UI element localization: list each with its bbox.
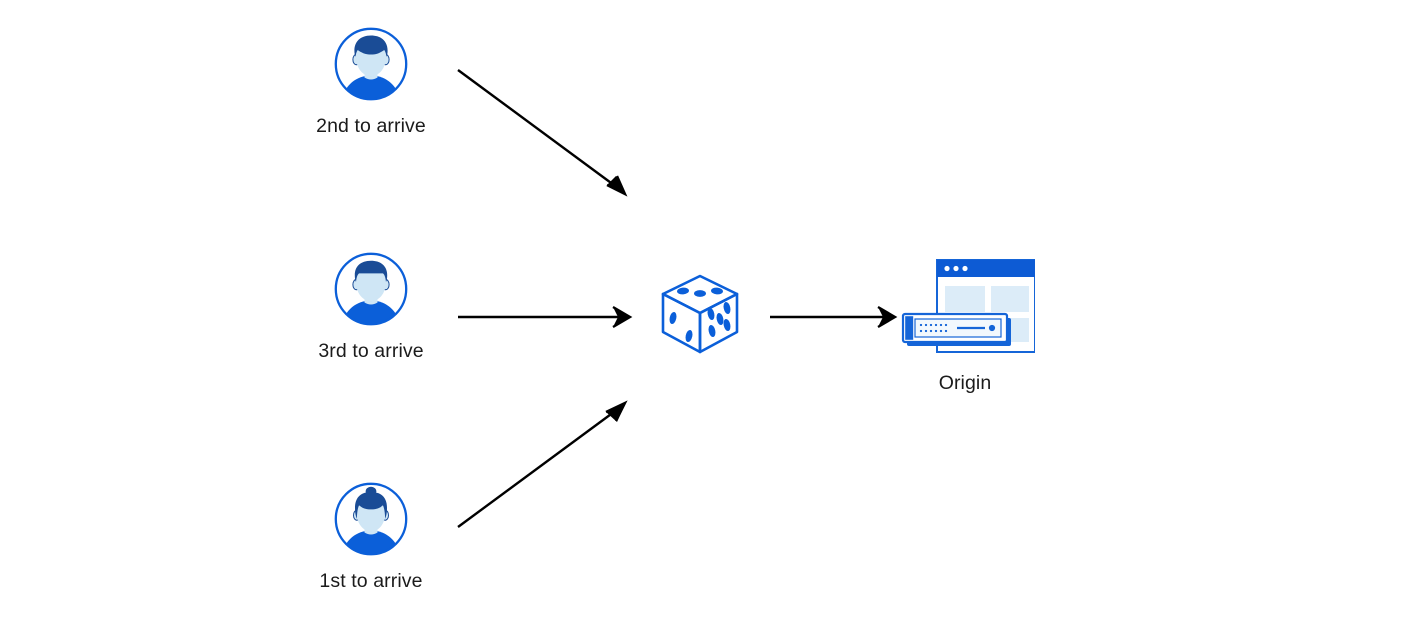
- client-node-top[interactable]: 2nd to arrive: [311, 26, 431, 138]
- arrow-dice-to-origin: [770, 305, 898, 329]
- dice-icon: [661, 274, 739, 354]
- server-device-icon: [901, 312, 1011, 346]
- user-avatar-icon: [334, 482, 408, 556]
- origin-label: Origin: [938, 372, 992, 394]
- origin-artwork: [901, 259, 1036, 353]
- arrow-client-middle-to-dice: [458, 305, 633, 329]
- origin-server-icon: [895, 256, 1036, 356]
- arrow-client-top-to-dice: [457, 69, 628, 197]
- client-node-middle[interactable]: 3rd to arrive: [311, 251, 431, 363]
- client-label-middle: 3rd to arrive: [318, 340, 424, 362]
- client-label-bottom: 1st to arrive: [319, 570, 423, 592]
- client-node-bottom[interactable]: 1st to arrive: [311, 481, 431, 593]
- client-label-top: 2nd to arrive: [316, 115, 426, 137]
- randomizer-node[interactable]: [655, 270, 745, 360]
- user-avatar-icon: [334, 27, 408, 101]
- arrow-client-bottom-to-dice: [457, 400, 628, 528]
- origin-node[interactable]: Origin: [885, 256, 1045, 395]
- user-avatar-icon: [334, 252, 408, 326]
